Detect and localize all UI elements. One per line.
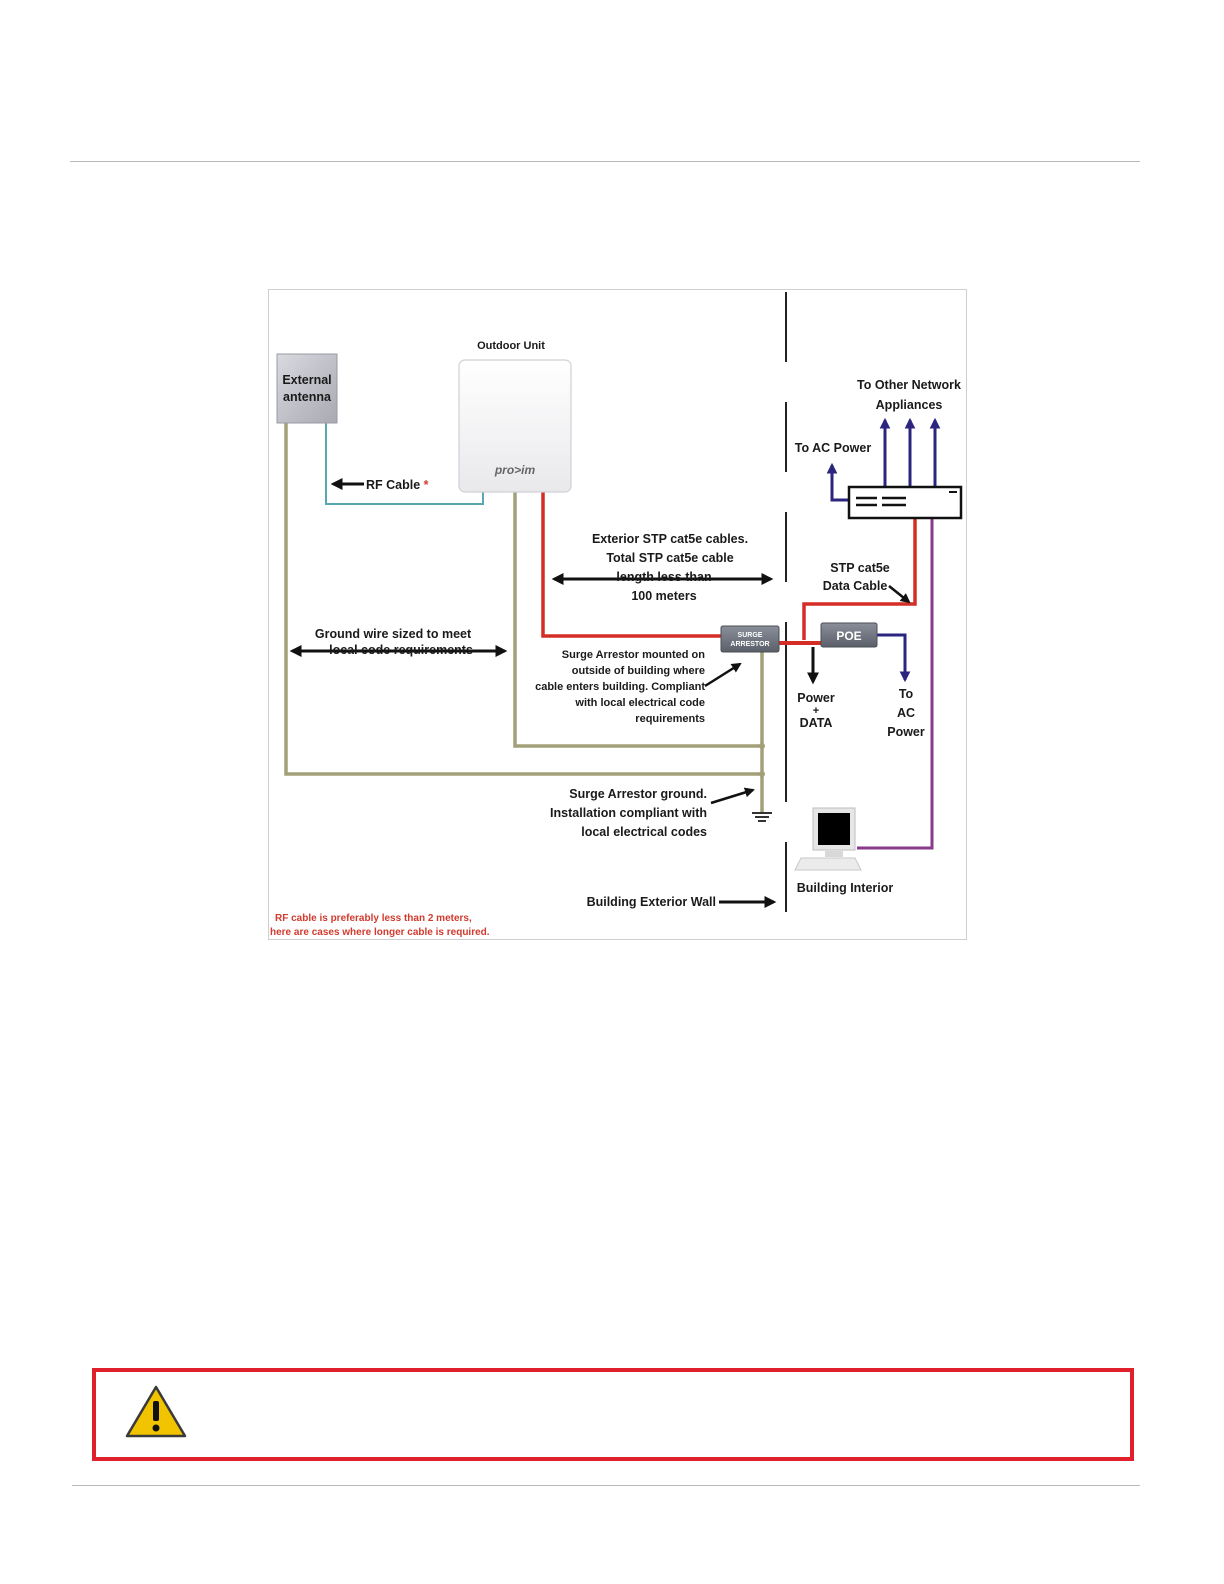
surge-mounted-label: with local electrical code [574, 697, 705, 709]
footnote-line: RF cable is preferably less than 2 meter… [275, 913, 472, 924]
bottom-divider [72, 1485, 1140, 1486]
top-divider [70, 161, 1140, 162]
stp-data-cable-label: Data Cable [823, 579, 888, 593]
surge-mounted-label: Surge Arrestor mounted on [562, 649, 705, 661]
power-data-label: + [813, 705, 819, 717]
data-cable-to-switch [802, 514, 917, 640]
ac-power-line-top [826, 462, 849, 502]
surge-ground-label: local electrical codes [581, 825, 707, 839]
footnote-line: here are cases where longer cable is req… [270, 927, 490, 938]
ground-wire-antenna [284, 423, 764, 812]
surge-mounted-label: requirements [635, 713, 705, 725]
svg-text:SURGE: SURGE [738, 632, 763, 639]
poe-injector: POE [820, 622, 878, 648]
caution-notice [92, 1368, 1134, 1461]
to-ac-power-bottom-label: AC [897, 706, 915, 720]
external-antenna-label: External [282, 373, 331, 387]
surge-arrestor: SURGE ARRESTOR [720, 625, 780, 653]
network-switch-icon [847, 485, 963, 520]
ground-symbol-icon [752, 812, 772, 822]
exterior-cable-label: Exterior STP cat5e cables. [592, 532, 748, 546]
to-other-network-label: Appliances [876, 398, 943, 412]
external-antenna: External antenna [276, 353, 338, 424]
network-cable [857, 514, 934, 850]
exterior-cable-label: length less than [616, 570, 711, 584]
ac-power-line-poe [877, 633, 911, 683]
power-data-label: DATA [800, 716, 833, 730]
svg-text:POE: POE [836, 629, 861, 643]
rf-cable-label: RF Cable * [366, 478, 429, 492]
ground-junction [759, 771, 765, 777]
warning-triangle-icon [125, 1385, 187, 1438]
external-antenna-label: antenna [283, 390, 332, 404]
ground-wire-outdoor-unit [513, 492, 762, 748]
building-exterior-wall-label: Building Exterior Wall [587, 895, 716, 909]
surge-ground-label: Surge Arrestor ground. [569, 787, 707, 801]
rf-cable-line [325, 423, 484, 505]
installation-diagram: External antenna pro>im Outdoor Unit RF … [268, 289, 967, 940]
to-ac-power-bottom-label: Power [887, 725, 925, 739]
surge-mounted-label: outside of building where [572, 665, 705, 677]
exterior-cable-label: 100 meters [631, 589, 696, 603]
ground-junction [759, 743, 765, 749]
to-ac-power-label: To AC Power [795, 441, 872, 455]
computer-icon [794, 807, 862, 871]
data-cable-arrow [888, 585, 911, 604]
to-ac-power-bottom-label: To [899, 687, 914, 701]
svg-text:ARRESTOR: ARRESTOR [730, 641, 769, 648]
stp-data-cable-label: STP cat5e [830, 561, 890, 575]
outdoor-unit: pro>im [458, 359, 572, 493]
exterior-cable-label: Total STP cat5e cable [606, 551, 733, 565]
building-interior-label: Building Interior [797, 881, 894, 895]
ground-wire-label: Ground wire sized to meet [315, 627, 472, 641]
data-cable-exterior [541, 492, 721, 638]
ground-wire-label: local code requirements [329, 643, 473, 657]
surge-mounted-arrow [704, 662, 742, 688]
brand-logo: pro>im [494, 463, 536, 477]
diagram-canvas: External antenna pro>im Outdoor Unit RF … [270, 292, 963, 938]
surge-ground-label: Installation compliant with [550, 806, 707, 820]
surge-ground-arrow [710, 787, 755, 805]
surge-mounted-label: cable enters building. Compliant [535, 681, 705, 693]
power-data-label: Power [797, 691, 835, 705]
outdoor-unit-label: Outdoor Unit [477, 340, 545, 352]
to-other-network-label: To Other Network [857, 378, 961, 392]
